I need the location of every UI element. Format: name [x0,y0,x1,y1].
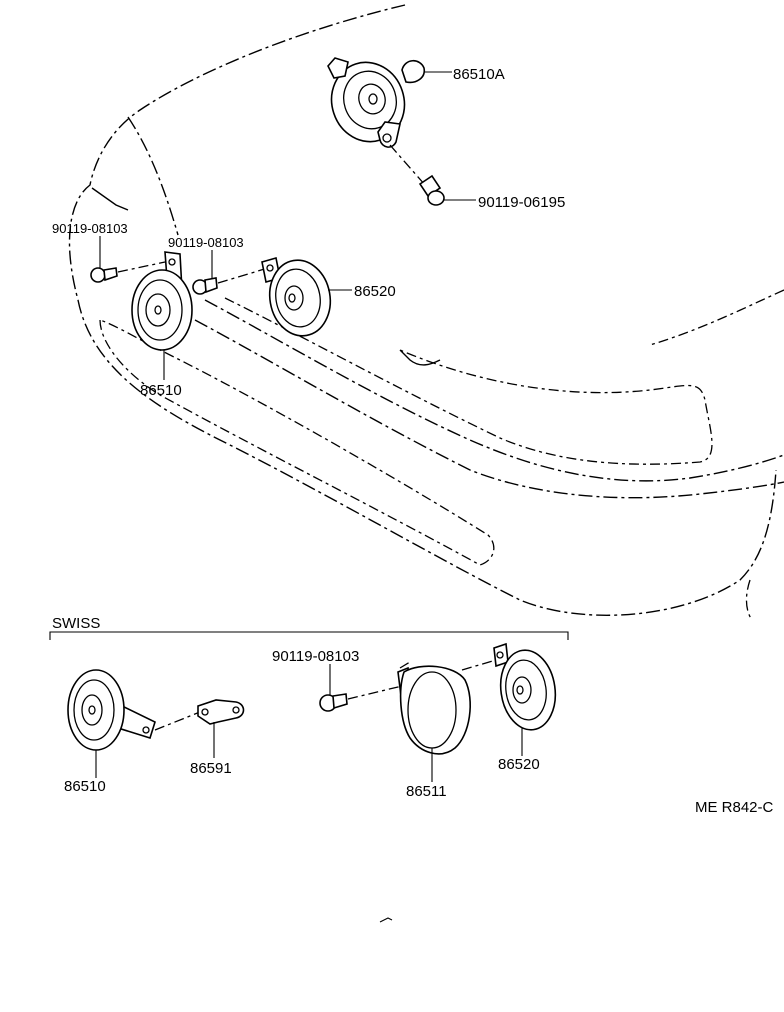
ref-code: ME R842-C [695,799,774,816]
stray-mark [379,917,393,923]
label-86511: 86511 [406,783,447,800]
label-90119-06195: 90119-06195 [478,194,565,211]
bolt-90119-06195[interactable] [418,174,445,206]
swiss-bracket-line [49,631,569,640]
horn-86510[interactable] [131,251,193,351]
swiss-bolt-90119-08103[interactable] [319,693,348,712]
assembly-line-center [217,267,269,284]
label-swiss-86520: 86520 [498,756,540,773]
headlight-edge [91,187,129,211]
swiss-horn-86520[interactable] [493,642,560,733]
fender-edge [127,116,179,236]
wheel-arch-hint [745,579,753,621]
bumper-notch [399,349,441,366]
bumper-lower-line [194,319,784,499]
horn-connector [327,57,349,79]
label-86510A: 86510A [453,66,505,83]
ring-86511[interactable] [397,665,471,755]
vehicle-body-outline [68,4,784,621]
label-swiss-bolt: 90119-08103 [272,648,359,665]
assembly-line-swiss-bolt [347,685,403,700]
horn-86520[interactable] [261,255,336,340]
assembly-line-swiss-86520 [461,659,497,671]
bracket-86591[interactable] [197,699,245,725]
label-86520: 86520 [354,283,396,300]
bumper-recess [224,297,713,465]
hood-right-edge [649,289,784,346]
assembly-line-06195 [389,144,426,186]
bolt-90119-08103-left[interactable] [90,267,118,283]
label-bolt-center: 90119-08103 [168,235,244,250]
assembly-line-swiss-bracket [154,711,201,731]
label-86591: 86591 [190,760,232,777]
label-bolt-left: 90119-08103 [52,221,128,236]
lower-grille-opening [99,319,495,566]
bumper-upper-line [204,299,784,482]
assembly-line-left [117,261,166,273]
label-swiss: SWISS [52,615,100,632]
ring-dash [399,661,411,669]
label-86510: 86510 [140,382,182,399]
swiss-horn-86510[interactable] [67,669,156,751]
horn-86510A[interactable] [321,53,426,151]
hood-front-outline [68,4,777,616]
bolt-90119-08103-center[interactable] [192,277,218,295]
label-swiss-86510: 86510 [64,778,106,795]
horn-terminal [401,59,426,84]
